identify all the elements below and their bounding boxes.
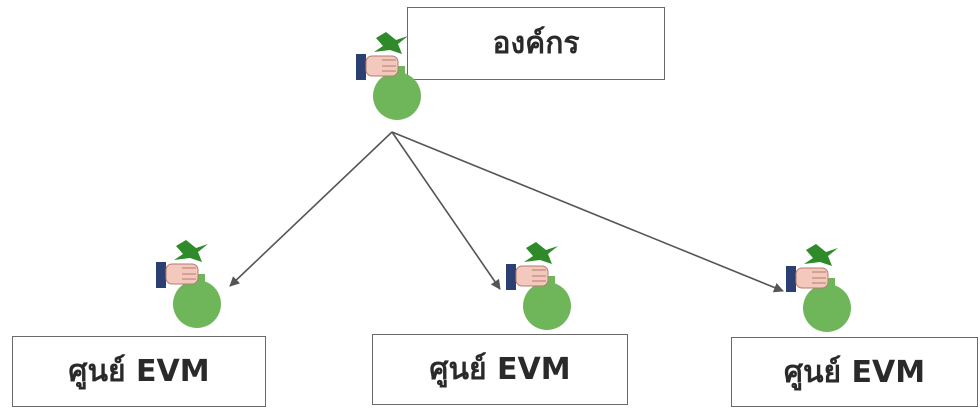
child-node-box: ศูนย์ EVM xyxy=(372,334,628,405)
child-node-box: ศูนย์ EVM xyxy=(731,337,978,407)
arrow-to-center-2 xyxy=(391,131,501,290)
money-bag-in-hand-icon xyxy=(782,240,852,334)
money-bag-in-hand-icon xyxy=(502,238,572,332)
child-node-box: ศูนย์ EVM xyxy=(12,336,266,407)
child-node-label: ศูนย์ EVM xyxy=(68,354,210,389)
child-node-label: ศูนย์ EVM xyxy=(429,352,571,387)
arrow-to-center-3 xyxy=(391,131,784,293)
money-bag-in-hand-icon xyxy=(152,236,222,330)
root-node-box: องค์กร xyxy=(407,7,665,80)
child-node-label: ศูนย์ EVM xyxy=(783,354,926,390)
root-node-label: องค์กร xyxy=(492,26,580,61)
arrow-to-center-1 xyxy=(229,131,393,287)
money-bag-in-hand-icon xyxy=(352,28,422,122)
